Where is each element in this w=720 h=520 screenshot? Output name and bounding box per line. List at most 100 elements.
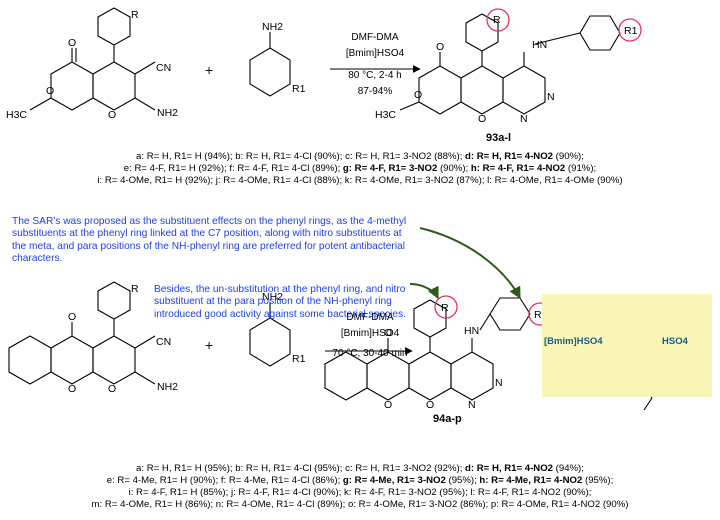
substituent-entry: p: R= 4-OMe, R1= 4-NO2 (90%) xyxy=(490,499,629,510)
substituent-entry: j: R= 4-OMe, R1= 4-Cl (88%); xyxy=(215,175,345,186)
label-nh2-2: NH2 xyxy=(157,381,178,393)
label-r-93: R xyxy=(493,14,501,26)
highlight-circle-r-94 xyxy=(434,295,458,319)
substituent-entry: e: R= 4-F, R1= H (92%); xyxy=(123,163,230,174)
benzo-ring-94 xyxy=(324,351,368,401)
substituent-entry: h: R= 4-F, R1= 4-NO2 xyxy=(470,163,566,174)
compound-label-93: 93a-l xyxy=(486,132,512,144)
label-o-lactone-2: O xyxy=(68,383,76,395)
cond2-temp-time: 70 °C, 30-40 min xyxy=(332,348,408,359)
ionic-liquid-name: [Bmim]HSO4 xyxy=(544,336,603,347)
substituent-entry: (91%); xyxy=(565,163,597,174)
label-r1-aniline-1: R1 xyxy=(292,83,306,95)
plus-sign-2: + xyxy=(205,337,214,353)
substituent-entry: a: R= H, R1= H (95%); xyxy=(136,463,236,474)
substituent-entry: (95%); xyxy=(582,475,614,486)
substituent-entry: k: R= 4-OMe, R1= 3-NO2 (87%); xyxy=(344,175,488,186)
conditions-1: DMF-DMA [Bmim]HSO4 80 °C, 2-4 h 87-94% xyxy=(322,30,428,100)
substituent-entry: e: R= 4-Me, R1= H (90%); xyxy=(106,475,221,486)
substituent-entry: g: R= 4-Me, R1= 3-NO2 xyxy=(342,475,446,486)
label-h3c-93: H3C xyxy=(375,109,396,121)
substituent-entry: (94%); xyxy=(553,463,584,474)
label-o-ring-2: O xyxy=(108,383,116,395)
substituent-entry: l: R= 4-OMe, R1= 4-OMe (90%) xyxy=(487,175,623,186)
lactone-ring-1 xyxy=(50,61,94,111)
label-nh2-1: NH2 xyxy=(157,107,178,119)
substituent-entry: a: R= H, R1= H (94%); xyxy=(136,151,236,162)
substituent-entry: (90%); xyxy=(553,151,584,162)
cond1-reagent1: DMF-DMA xyxy=(351,32,399,43)
substituent-entry: n: R= 4-OMe, R1= 4-Cl (89%); xyxy=(215,499,348,510)
aniline-ring-1 xyxy=(249,47,291,97)
ionic-liquid-box: [Bmim]HSO4 HSO4 xyxy=(542,294,712,397)
label-o-carbonyl-1: O xyxy=(68,37,76,49)
label-hn-93: HN xyxy=(532,39,547,51)
substituent-row-94: a: R= H, R1= H (95%); b: R= H, R1= 4-Cl … xyxy=(0,463,720,475)
pyran-ring-2 xyxy=(92,335,136,385)
label-cn-2: CN xyxy=(156,336,171,348)
cond1-yield: 87-94% xyxy=(357,86,393,97)
substituent-entry: c: R= H, R1= 3-NO2 (88%); xyxy=(345,151,466,162)
label-o-lactone-94: O xyxy=(384,399,392,411)
lactone-ring-2 xyxy=(50,335,94,385)
label-o-ring-94: O xyxy=(426,399,434,411)
substituent-list-93: a: R= H, R1= H (94%); b: R= H, R1= 4-Cl … xyxy=(0,151,720,187)
substituent-row-94: m: R= 4-OMe, R1= H (86%); n: R= 4-OMe, R… xyxy=(0,499,720,511)
label-cn-1: CN xyxy=(156,62,171,74)
label-h3c-1: H3C xyxy=(6,109,27,121)
substituent-row-93: i: R= 4-OMe, R1= H (92%); j: R= 4-OMe, R… xyxy=(0,175,720,187)
highlight-circle-r-93 xyxy=(486,8,510,32)
substituent-entry: g: R= 4-F, R1= 3-NO2 xyxy=(342,163,438,174)
label-r-94: R xyxy=(441,302,449,314)
substituent-entry: i: R= 4-F, R1= H (85%); xyxy=(128,487,231,498)
substituent-entry: i: R= 4-OMe, R1= H (92%); xyxy=(97,175,216,186)
pyrimidine-ring-93 xyxy=(502,65,546,115)
substituent-entry: b: R= H, R1= 4-Cl (95%); xyxy=(235,463,346,474)
aniline-ring-2 xyxy=(249,317,291,367)
substituent-row-93: a: R= H, R1= H (94%); b: R= H, R1= 4-Cl … xyxy=(0,151,720,163)
label-r1-93: R1 xyxy=(624,25,638,37)
compound-label-94: 94a-p xyxy=(433,413,462,425)
substituent-list-94: a: R= H, R1= H (95%); b: R= H, R1= 4-Cl … xyxy=(0,463,720,511)
substituent-entry: h: R= 4-Me, R1= 4-NO2 xyxy=(479,475,583,486)
label-o-lactone-1: O xyxy=(46,85,54,97)
label-o-carbonyl-2: O xyxy=(68,311,76,323)
label-r-2: R xyxy=(131,283,139,295)
substituent-entry: d: R= H, R1= 4-NO2 xyxy=(465,151,553,162)
label-n1-93: N xyxy=(547,91,555,103)
substituent-entry: d: R= H, R1= 4-NO2 xyxy=(465,463,553,474)
cond1-reagent2: [Bmim]HSO4 xyxy=(345,48,405,59)
pyrimidine-ring-94 xyxy=(450,351,494,401)
sar-annotation: The SAR's was proposed as the substituen… xyxy=(12,216,407,265)
benzo-ring-2 xyxy=(8,335,52,385)
label-o-ring-1: O xyxy=(108,109,116,121)
substituent-entry: (95%); xyxy=(445,475,480,486)
label-r1-aniline-2: R1 xyxy=(292,353,306,365)
substituent-row-94: e: R= 4-Me, R1= H (90%); f: R= 4-Me, R1=… xyxy=(0,475,720,487)
nh-phenyl-ring-94 xyxy=(489,297,531,331)
label-n2-94: N xyxy=(468,399,476,411)
label-nh2-aniline-2: NH2 xyxy=(262,291,283,303)
pyran-ring-93 xyxy=(460,65,504,115)
substituent-entry: b: R= H, R1= 4-Cl (90%); xyxy=(235,151,346,162)
label-nh2-aniline-1: NH2 xyxy=(262,21,283,33)
nh-phenyl-ring-93 xyxy=(579,15,621,51)
cond1-temp-time: 80 °C, 2-4 h xyxy=(348,70,402,81)
besides-arrow xyxy=(409,283,439,300)
phenyl-ring-r1 xyxy=(97,7,131,46)
label-o-carbonyl-94: O xyxy=(384,327,392,339)
cond2-reagent2: [Bmim]HSO4 xyxy=(340,328,400,339)
label-n1-94: N xyxy=(495,377,503,389)
label-o-lactone-93: O xyxy=(414,89,422,101)
highlight-circle-r1-93 xyxy=(618,18,642,42)
besides-annotation: Besides, the un-substitution at the phen… xyxy=(154,284,406,320)
pyran-ring-1 xyxy=(92,61,136,111)
sar-arrow xyxy=(419,227,521,300)
substituent-entry: l: R= 4-F, R1= 4-NO2 (90%); xyxy=(470,487,592,498)
substituent-entry: j: R= 4-F, R1= 4-Cl (90%); xyxy=(230,487,344,498)
substituent-entry: (90%); xyxy=(437,163,471,174)
substituent-row-93: e: R= 4-F, R1= H (92%); f: R= 4-F, R1= 4… xyxy=(0,163,720,175)
phenyl-ring-r2 xyxy=(97,281,131,320)
substituent-entry: f: R= 4-Me, R1= 4-Cl (86%); xyxy=(220,475,343,486)
substituent-entry: o: R= 4-OMe, R1= 3-NO2 (86%); xyxy=(348,499,491,510)
